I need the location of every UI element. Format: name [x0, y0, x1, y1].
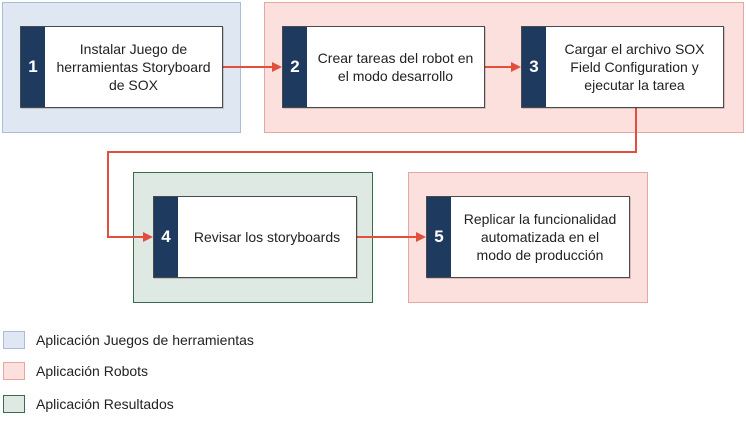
- step-1-install-toolkit: 1 Instalar Juego de herramientas Storybo…: [20, 26, 223, 108]
- step-2-create-robot-tasks: 2 Crear tareas del robot en el modo desa…: [282, 26, 485, 108]
- step-number: 3: [522, 27, 546, 107]
- step-4-review-storyboards: 4 Revisar los storyboards: [153, 196, 357, 278]
- step-number: 4: [154, 197, 178, 277]
- step-number: 1: [21, 27, 45, 107]
- step-5-replicate-production: 5 Replicar la funcionalidad automatizada…: [426, 196, 630, 278]
- legend-label: Aplicación Juegos de herramientas: [36, 332, 254, 348]
- legend-label: Aplicación Robots: [36, 363, 149, 379]
- step-label: Cargar el archivo SOX Field Configuratio…: [564, 41, 705, 93]
- legend-swatch: [3, 331, 25, 349]
- legend-swatch: [3, 362, 25, 380]
- legend-swatch: [3, 395, 25, 413]
- step-number: 5: [427, 197, 451, 277]
- legend-item-results: Aplicación Resultados: [3, 394, 174, 414]
- step-number: 2: [283, 27, 307, 107]
- step-label: Revisar los storyboards: [193, 229, 341, 245]
- legend-label: Aplicación Resultados: [36, 396, 174, 412]
- step-label: Crear tareas del robot en el modo desarr…: [317, 50, 474, 84]
- step-label: Replicar la funcionalidad automatizada e…: [463, 211, 617, 263]
- legend-item-toolkits: Aplicación Juegos de herramientas: [3, 330, 254, 350]
- legend-item-robots: Aplicación Robots: [3, 361, 148, 381]
- step-label: Instalar Juego de herramientas Storyboar…: [56, 41, 211, 93]
- step-3-load-config-run-task: 3 Cargar el archivo SOX Field Configurat…: [521, 26, 724, 108]
